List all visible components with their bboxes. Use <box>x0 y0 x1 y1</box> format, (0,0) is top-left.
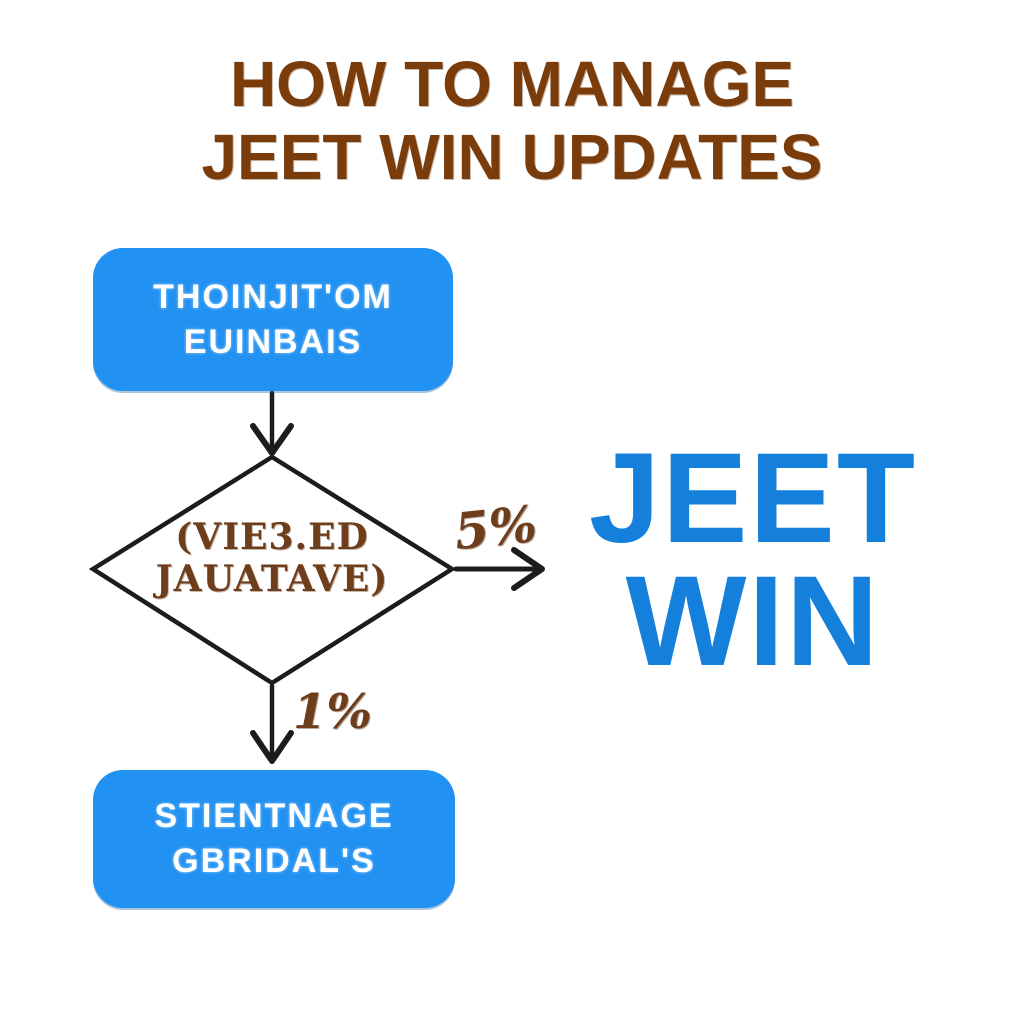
decision-line-1: (VIE3.ED <box>175 516 369 558</box>
connector-start-to-decision <box>250 390 294 456</box>
branch-label-1pct: 1% <box>292 684 372 740</box>
title-line-1: HOW TO MANAGE <box>229 48 795 120</box>
page-title: HOW TO MANAGE JEET WIN UPDATES <box>0 52 1024 189</box>
brand-logo-text: JEET WIN <box>578 427 928 693</box>
branch-label-5pct: 5% <box>451 493 540 562</box>
decision-line-2: JAUATAVE) <box>155 558 389 601</box>
brand-line-1: JEET <box>588 427 918 570</box>
decision-node-label: (VIE3.ED JAUATAVE) <box>132 516 412 600</box>
arrowhead-right-icon <box>511 547 545 591</box>
connector-decision-down <box>250 683 294 764</box>
start-node-line-1: THOINJIT'OM <box>153 277 393 316</box>
arrowhead-down-icon <box>250 730 294 764</box>
brand-line-2: WIN <box>625 549 881 693</box>
flow-node-end: STIENTNAGE GBRIDAL'S <box>93 770 455 908</box>
title-line-2: JEET WIN UPDATES <box>201 121 823 193</box>
end-node-line-1: STIENTNAGE <box>154 797 394 836</box>
arrowhead-down-icon <box>250 423 294 456</box>
start-node-line-2: EUINBAIS <box>183 322 363 361</box>
flow-node-start: THOINJIT'OM EUINBAIS <box>93 248 453 391</box>
end-node-line-2: GBRIDAL'S <box>172 842 376 880</box>
